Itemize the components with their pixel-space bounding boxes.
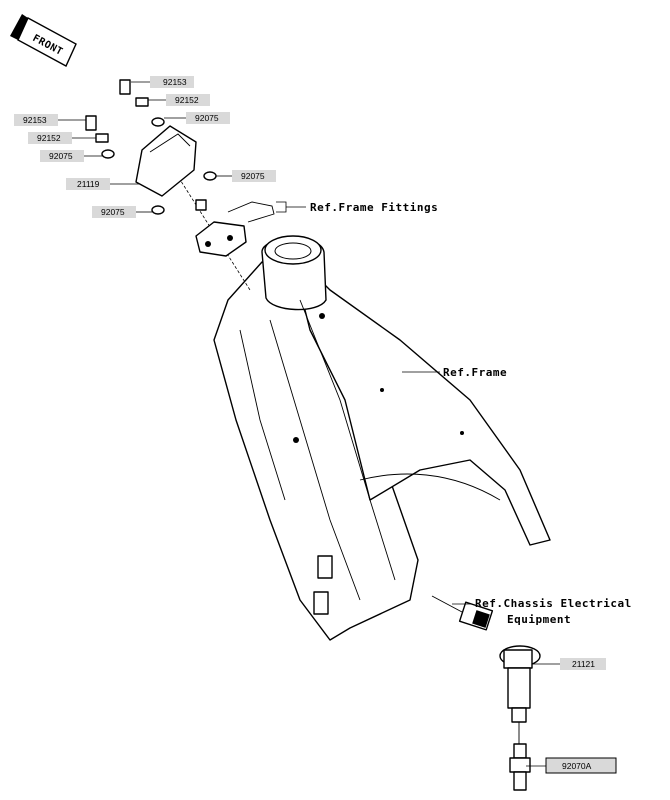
part-number: 92075 [241, 171, 265, 181]
callout-92153-left[interactable]: 92153 [14, 114, 86, 126]
callout-92070A[interactable]: 92070A [526, 757, 617, 774]
ignition-coil-drawing [431, 595, 541, 744]
spark-plug-drawing [509, 743, 531, 791]
ignition-bracket-drawing [135, 125, 275, 257]
part-number: 92153 [23, 115, 47, 125]
ref-label-line1: Ref.Chassis Electrical [475, 597, 632, 610]
ref-chassis-electrical[interactable]: Ref.Chassis Electrical Equipment [452, 597, 632, 626]
part-number: 92075 [195, 113, 219, 123]
fastener-drawings [85, 79, 217, 215]
front-direction-badge: FRONT [10, 14, 77, 67]
ref-frame-fittings[interactable]: Ref.Frame Fittings [276, 201, 438, 214]
ref-label: Ref.Frame [443, 366, 507, 379]
ref-label: Ref.Frame Fittings [310, 201, 438, 214]
part-number: 92152 [37, 133, 61, 143]
callout-92075-lower[interactable]: 92075 [92, 206, 152, 218]
part-number: 21121 [572, 659, 595, 669]
callout-92152-top[interactable]: 92152 [148, 94, 210, 106]
part-number: 21119 [77, 179, 100, 189]
callout-21121[interactable]: 21121 [532, 658, 606, 670]
callout-92075-right[interactable]: 92075 [216, 170, 276, 182]
ref-frame[interactable]: Ref.Frame [402, 366, 507, 379]
part-number: 92075 [101, 207, 125, 217]
ref-label-line2: Equipment [507, 613, 571, 626]
part-number: 92070A [562, 761, 592, 771]
callout-92153-top[interactable]: 92153 [131, 76, 194, 88]
callout-92075-left[interactable]: 92075 [40, 150, 102, 162]
part-number: 92153 [163, 77, 187, 87]
callout-92152-left[interactable]: 92152 [28, 132, 96, 144]
callout-21119[interactable]: 21119 [66, 178, 140, 190]
part-number: 92152 [175, 95, 199, 105]
part-number: 92075 [49, 151, 73, 161]
frame-drawing [159, 147, 551, 641]
callout-92075-top[interactable]: 92075 [164, 112, 230, 124]
